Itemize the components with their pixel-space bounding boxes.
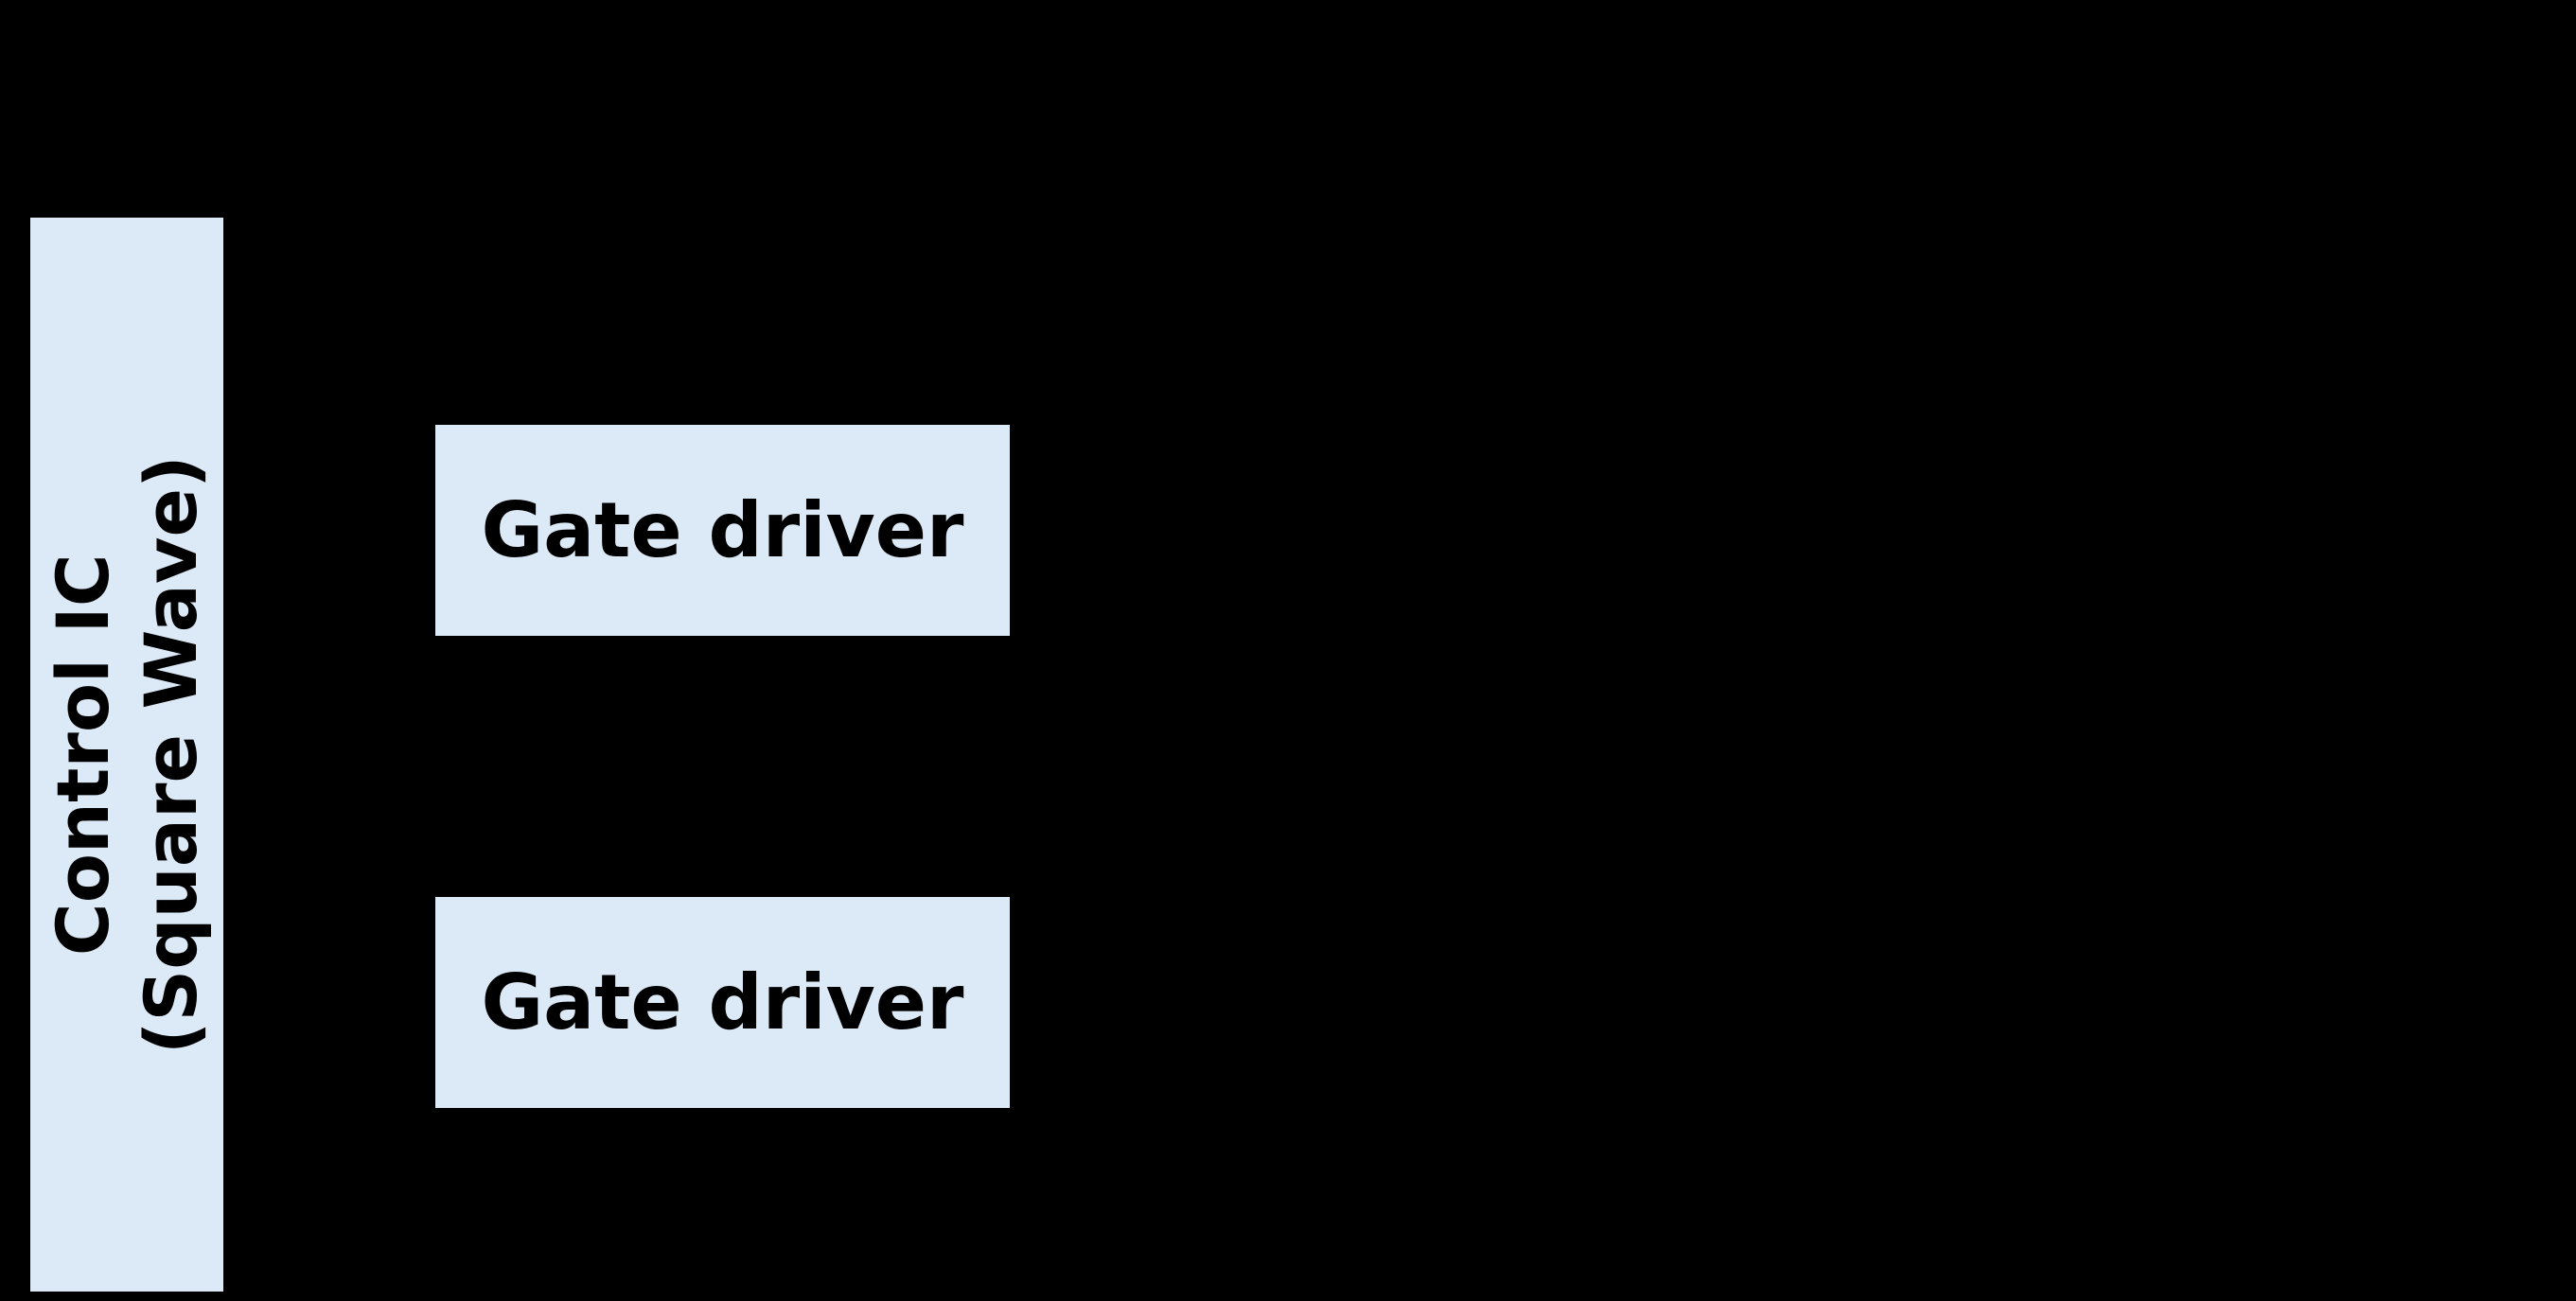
gate-driver-bottom-label: Gate driver [481, 958, 964, 1046]
control-ic-label-line2: (Square Wave) [128, 455, 213, 1054]
control-ic-box: Control IC (Square Wave) [30, 218, 223, 1292]
control-ic-label-line1: Control IC [40, 554, 125, 956]
gate-driver-box-bottom: Gate driver [435, 897, 1010, 1108]
gate-driver-top-label: Gate driver [481, 486, 964, 574]
gate-driver-box-top: Gate driver [435, 425, 1010, 636]
control-ic-label: Control IC (Square Wave) [39, 455, 214, 1054]
